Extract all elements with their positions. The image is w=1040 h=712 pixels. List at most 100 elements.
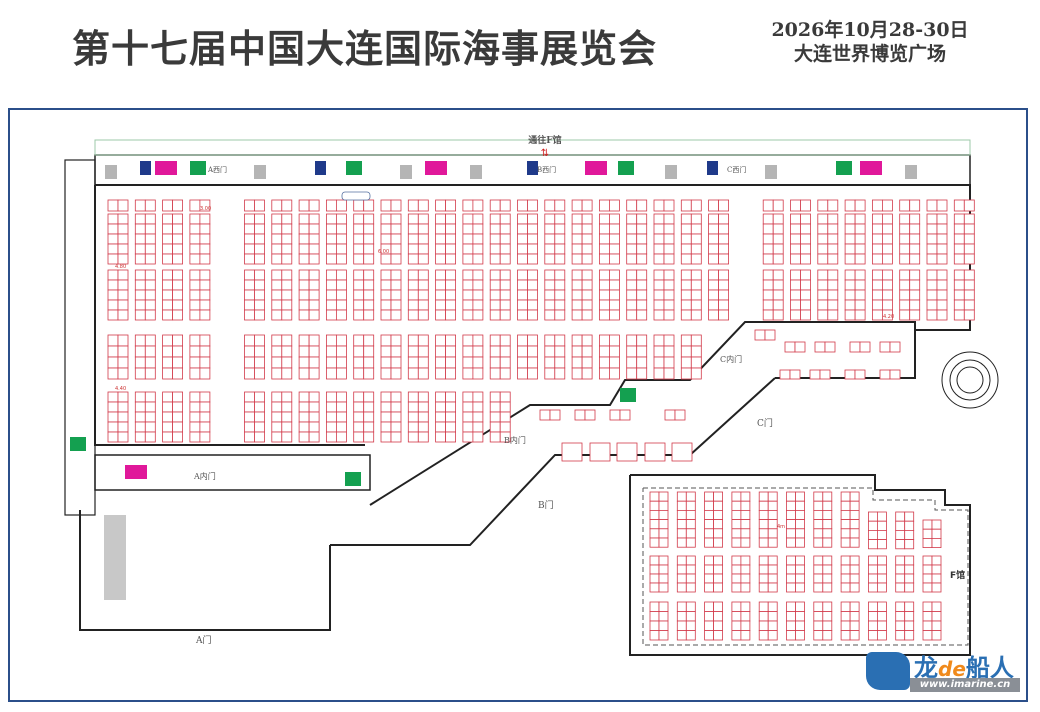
booth: [649, 528, 660, 539]
booth: [107, 213, 119, 225]
booth: [680, 269, 692, 281]
booth: [407, 356, 419, 369]
booth: [417, 356, 429, 369]
accessible-restroom-icon: [527, 161, 538, 175]
booth: [527, 243, 538, 255]
booth: [599, 279, 610, 291]
booth: [308, 269, 320, 281]
booth: [653, 199, 665, 212]
booth: [899, 289, 911, 301]
booth: [554, 253, 566, 265]
booth: [407, 289, 419, 301]
booth: [840, 582, 851, 593]
booth: [281, 421, 293, 433]
booth: [740, 601, 751, 612]
restroom-women-icon: [155, 161, 177, 175]
booth: [390, 431, 402, 443]
a-inner-gate-label[interactable]: A内门: [193, 471, 216, 481]
booth: [335, 233, 347, 245]
booth: [298, 367, 310, 380]
booth: [790, 269, 801, 281]
booth: [649, 611, 660, 622]
booth: [895, 511, 906, 522]
booth: [827, 243, 839, 255]
booth: [704, 537, 714, 548]
booth: [762, 199, 774, 212]
booth: [636, 289, 648, 301]
booth: [172, 391, 184, 403]
booth: [308, 367, 320, 380]
booth: [854, 369, 866, 380]
booth: [571, 299, 583, 311]
c-west-gate-label[interactable]: C西门: [727, 165, 746, 174]
booth: [872, 269, 883, 281]
booth: [636, 223, 648, 235]
staircase-icon: [905, 165, 917, 179]
booth: [731, 519, 742, 530]
booth: [254, 356, 265, 369]
booth: [417, 243, 429, 255]
booth: [953, 253, 965, 265]
booth: [462, 431, 474, 443]
booth: [676, 537, 687, 548]
booth: [931, 620, 942, 631]
booth: [599, 223, 610, 235]
booth: [844, 199, 856, 212]
booth: [718, 253, 729, 265]
booth: [882, 289, 893, 301]
booth: [754, 329, 766, 341]
booth: [117, 309, 129, 321]
booth: [117, 421, 129, 433]
b-gate-label[interactable]: B门: [538, 499, 554, 511]
booth: [740, 491, 751, 502]
booth: [626, 223, 638, 235]
booth: [827, 279, 839, 291]
booth: [271, 213, 283, 225]
accessible-restroom-icon: [140, 161, 151, 175]
booth: [489, 233, 501, 245]
booth: [584, 409, 596, 421]
booth: [271, 199, 283, 212]
booth: [407, 334, 419, 347]
booth: [472, 253, 484, 265]
booth: [649, 537, 660, 548]
a-west-gate-label[interactable]: A西门: [207, 165, 227, 174]
c-inner-gate-label[interactable]: C内门: [720, 354, 742, 364]
booth: [117, 233, 129, 245]
ship-logo-icon: [866, 652, 910, 690]
booth: [953, 243, 965, 255]
booth: [134, 421, 146, 433]
to-f-hall-label: 通往F馆: [528, 134, 561, 146]
booth: [162, 345, 174, 358]
b-inner-gate-label[interactable]: B内门: [504, 435, 526, 445]
booth: [499, 269, 511, 281]
booth: [609, 299, 620, 311]
b-west-gate-label[interactable]: B西门: [537, 165, 556, 174]
a-gate-label[interactable]: A门: [195, 634, 212, 646]
booth: [800, 233, 811, 245]
booth: [407, 243, 419, 255]
booth: [462, 223, 474, 235]
booth: [713, 630, 723, 641]
booth: [199, 431, 211, 443]
booth: [653, 253, 665, 265]
booth: [658, 582, 669, 593]
booth: [936, 253, 948, 265]
booth: [685, 573, 696, 584]
booth: [877, 564, 887, 575]
booth: [685, 620, 696, 631]
booth: [817, 309, 829, 321]
booth: [353, 391, 365, 403]
booth: [363, 391, 375, 403]
booth: [599, 289, 610, 301]
booth: [144, 411, 156, 423]
c-gate-label[interactable]: C门: [757, 417, 773, 429]
booth: [298, 401, 310, 413]
booth: [685, 537, 696, 548]
booth: [849, 630, 860, 641]
booth: [740, 564, 751, 575]
booth: [649, 555, 660, 566]
booth: [517, 356, 528, 369]
booth: [849, 509, 860, 520]
booth: [189, 199, 201, 212]
